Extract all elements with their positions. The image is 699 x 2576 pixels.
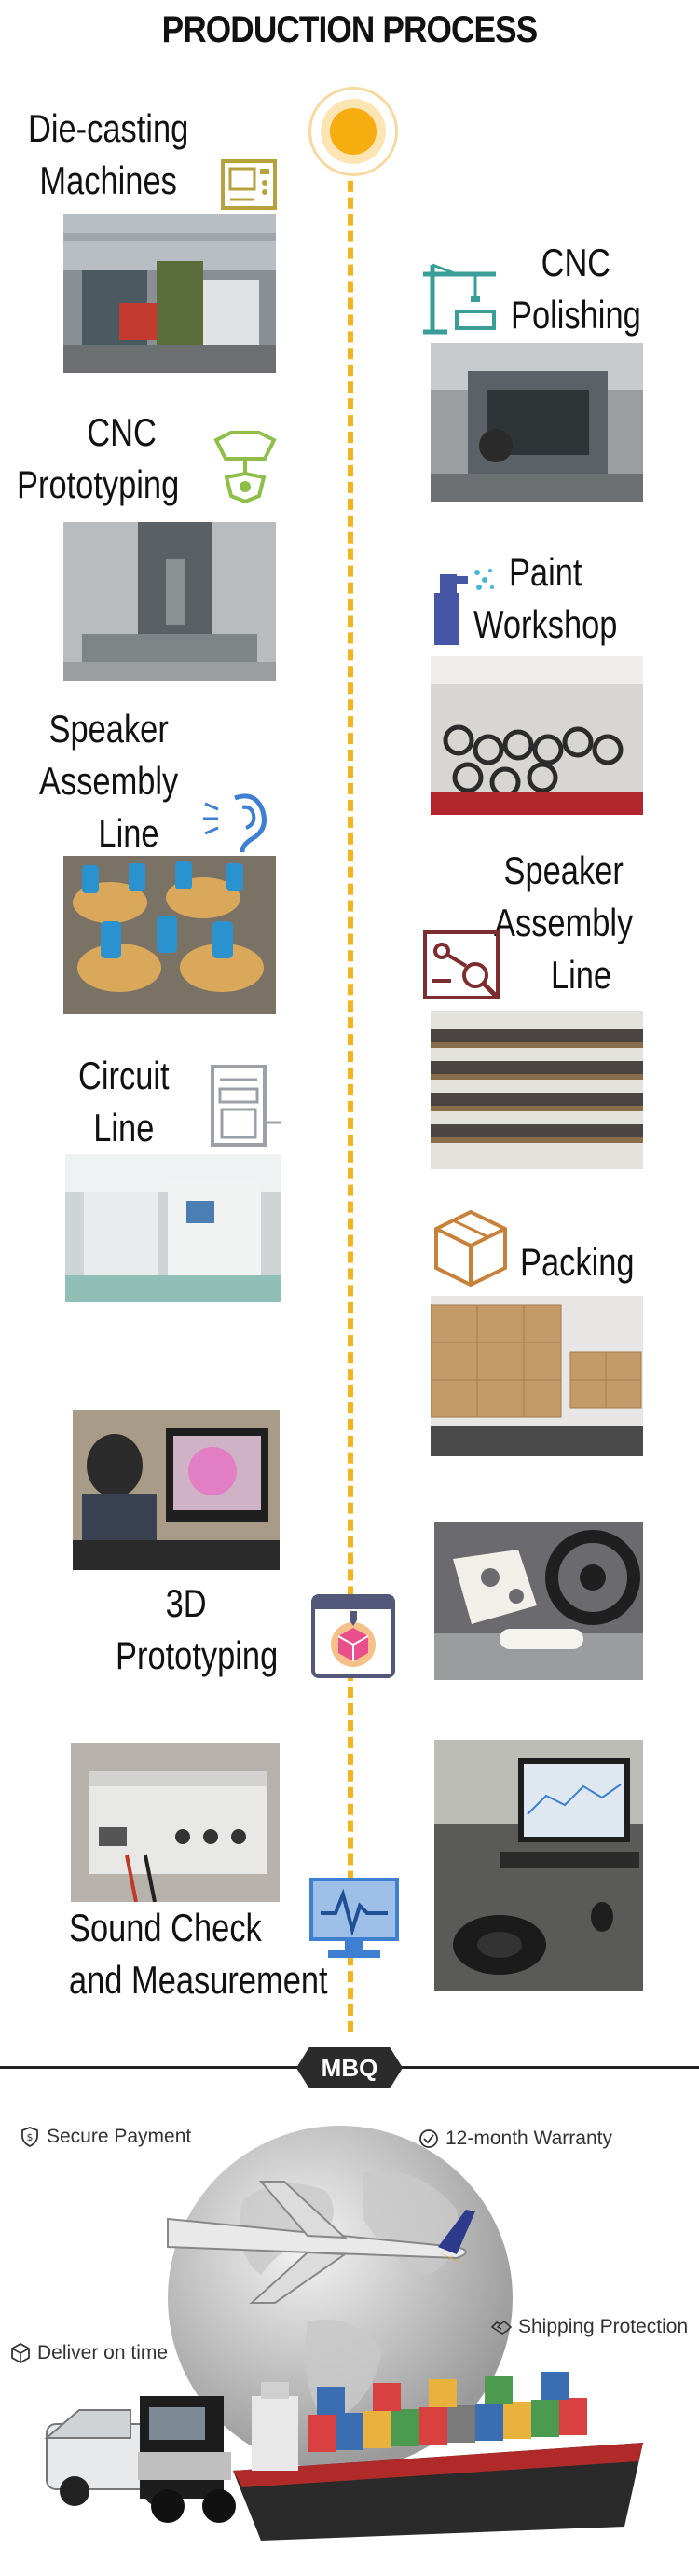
- photo-speaker-assembly-left: [63, 856, 276, 1014]
- logistics-globe-scene: [28, 2116, 671, 2555]
- photo-die-casting-factory: [63, 214, 276, 373]
- step-label-circuit-line: Circuit Line: [78, 1054, 170, 1150]
- sun-icon: [308, 87, 398, 176]
- feature-secure-payment: $ Secure Payment: [19, 2126, 191, 2148]
- photo-3d-prototyping-computer: [73, 1410, 280, 1570]
- monitor-waveform-icon: [308, 1876, 401, 1962]
- photo-cnc-polishing: [431, 343, 643, 502]
- photo-paint-workshop: [431, 656, 643, 815]
- printer-machine-icon: [207, 1063, 283, 1149]
- photo-speaker-assembly-right: [431, 1011, 643, 1169]
- step-label-packing: Packing: [520, 1240, 635, 1284]
- step-label-speaker-assembly-left: Speaker Assembly Line: [39, 707, 179, 855]
- feature-label: 12-month Warranty: [445, 2128, 612, 2149]
- feature-shipping-protection: Shipping Protection: [490, 2316, 688, 2338]
- step-label-3d-prototyping: 3D Prototyping: [116, 1581, 279, 1677]
- robot-claw-icon: [203, 425, 287, 509]
- feature-label: Secure Payment: [47, 2126, 192, 2147]
- robot-arm-inspect-icon: [421, 929, 505, 1003]
- photo-3d-prototype-parts: [434, 1522, 643, 1680]
- photo-packing: [431, 1296, 643, 1456]
- svg-text:$: $: [27, 2131, 34, 2143]
- feature-deliver-on-time: Deliver on time: [9, 2342, 168, 2364]
- check-circle-icon: [418, 2128, 440, 2150]
- 3d-printer-icon: [309, 1592, 397, 1680]
- brand-badge: MBQ: [296, 2047, 403, 2088]
- microwave-machine-icon: [220, 158, 278, 211]
- timeline-dashed-line: [348, 131, 353, 2032]
- step-label-die-casting: Die-casting Machines: [28, 106, 189, 202]
- package-icon: [9, 2342, 32, 2364]
- dollar-shield-icon: $: [19, 2126, 41, 2148]
- photo-circuit-line: [65, 1154, 281, 1302]
- step-label-cnc-polishing: CNC Polishing: [511, 241, 641, 337]
- feature-label: Shipping Protection: [518, 2316, 689, 2337]
- crane-icon: [419, 259, 500, 336]
- page-title: PRODUCTION PROCESS: [161, 9, 539, 50]
- ear-speaker-icon: [201, 779, 281, 854]
- photo-cnc-prototyping: [63, 522, 276, 681]
- photo-sound-check-device: [71, 1743, 280, 1902]
- feature-label: Deliver on time: [37, 2342, 169, 2363]
- step-label-speaker-assembly-right: Speaker Assembly Line: [494, 848, 634, 997]
- step-label-cnc-prototyping: CNC Prototyping: [17, 410, 180, 506]
- step-label-paint-workshop: Paint Workshop: [473, 550, 618, 646]
- step-label-sound-check: Sound Check and Measurement: [69, 1906, 328, 2002]
- box-icon: [431, 1208, 511, 1288]
- handshake-icon: [490, 2316, 513, 2338]
- feature-warranty: 12-month Warranty: [418, 2128, 612, 2150]
- photo-sound-measurement-station: [434, 1740, 643, 1991]
- spray-bottle-icon: [425, 563, 496, 649]
